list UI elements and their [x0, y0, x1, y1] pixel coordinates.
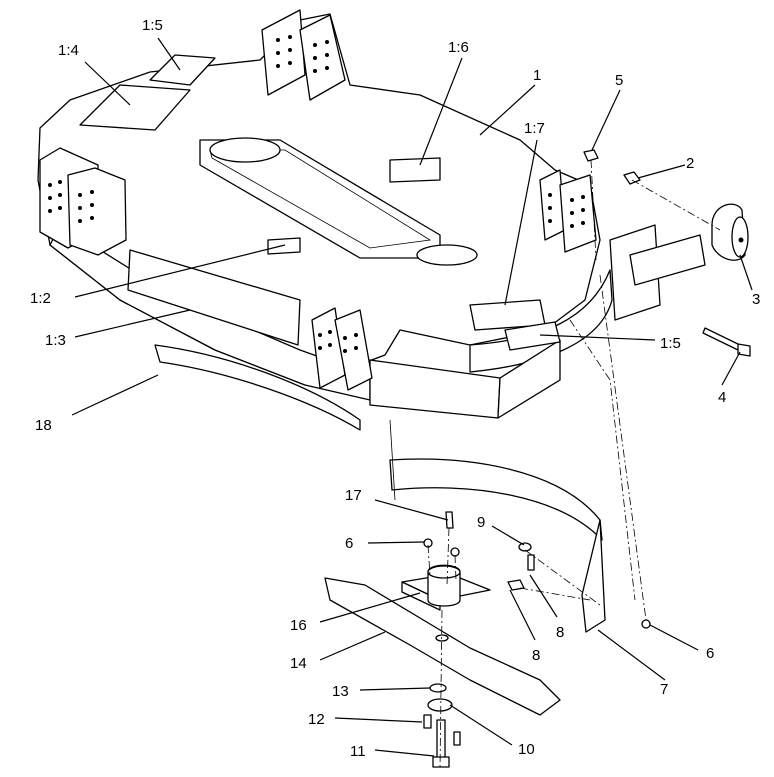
callout-9: 9 [477, 514, 485, 531]
callout-10: 10 [518, 741, 535, 758]
washer-9 [518, 542, 532, 552]
callout-1-5-right: 1:5 [660, 335, 681, 352]
callout-1-5-top: 1:5 [142, 17, 163, 34]
callout-11: 11 [350, 743, 366, 760]
nut-5 [583, 149, 599, 162]
decal-1-2 [267, 237, 301, 255]
hardware [154, 149, 751, 768]
callout-4: 4 [718, 389, 726, 406]
callout-13: 13 [332, 683, 349, 700]
baffle-18 [154, 344, 361, 431]
bolt-4 [702, 327, 751, 357]
pin-17 [445, 511, 454, 529]
mount-plate-16 [401, 564, 491, 611]
callout-2: 2 [686, 155, 694, 172]
washer-13 [429, 683, 447, 693]
decal-1-6 [389, 157, 441, 183]
callout-1-4: 1:4 [58, 42, 79, 59]
bolt-11 [432, 719, 450, 768]
callout-14: 14 [290, 655, 307, 672]
leader-lines [71, 37, 753, 757]
nut-2 [623, 171, 641, 185]
callout-18: 18 [35, 417, 52, 434]
callout-8-upper: 8 [556, 624, 564, 641]
callout-labels: 1:4 1:5 1:6 1 5 1:7 2 3 4 1:5 1:2 1:3 18… [30, 17, 760, 760]
callout-8-lower: 8 [532, 647, 540, 664]
decal-1-4 [79, 84, 191, 131]
callout-17: 17 [345, 487, 362, 504]
callout-16: 16 [290, 617, 307, 634]
callout-7: 7 [660, 681, 668, 698]
callout-6-left: 6 [345, 535, 353, 552]
decal-1-5-top [149, 54, 216, 86]
decal-1-5-right [504, 321, 561, 351]
callout-5: 5 [615, 72, 623, 89]
washer-10 [427, 698, 453, 712]
callout-12: 12 [308, 711, 325, 728]
callout-1: 1 [533, 67, 541, 84]
callout-3: 3 [752, 291, 760, 308]
callout-6-right: 6 [706, 645, 714, 662]
assembly-lines [427, 159, 721, 771]
callout-1-3: 1:3 [45, 332, 66, 349]
callout-1-7: 1:7 [524, 120, 545, 137]
deck-assembly [37, 9, 706, 419]
roller-3 [711, 203, 749, 261]
bolt-12 [423, 714, 432, 729]
callout-1-6: 1:6 [448, 39, 469, 56]
callout-1-2: 1:2 [30, 290, 51, 307]
